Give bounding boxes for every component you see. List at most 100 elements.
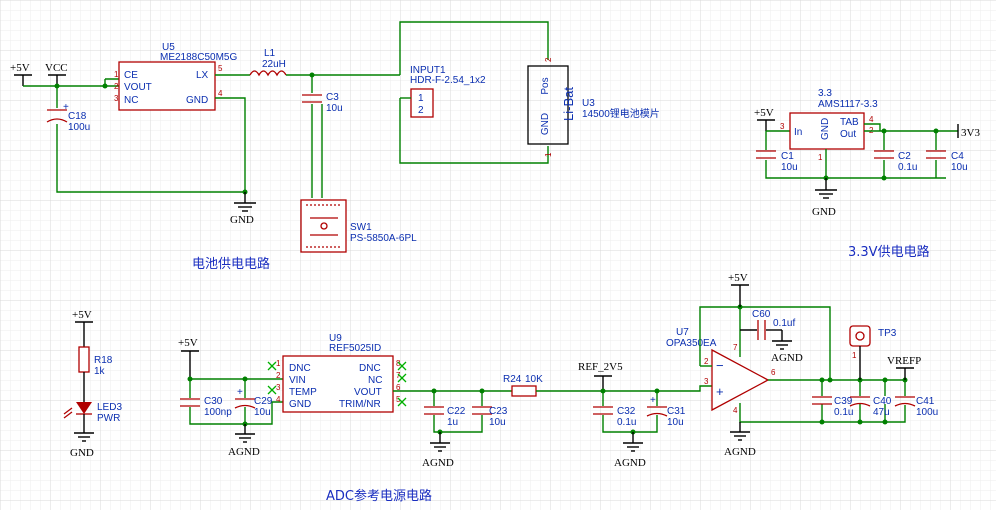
c41-ref: C41: [916, 396, 935, 407]
c41-value: 100u: [916, 407, 938, 418]
c22-ref: C22: [447, 406, 466, 417]
c22-value: 1u: [447, 417, 458, 428]
u3-battery[interactable]: Pos GND Li-Bat 2 1 U3 14500锂电池模片: [527, 57, 660, 157]
c30-value: 100np: [204, 407, 232, 418]
led-circuit: +5V R18 1k LED3 PWR GND: [63, 309, 122, 459]
svg-text:+: +: [716, 384, 724, 399]
c32-ref: C32: [617, 406, 636, 417]
ams1117-regulator[interactable]: In GND TAB Out 3 1 4 2 3.3 AMS1117-3.3: [780, 88, 878, 162]
r18-ref: R18: [94, 355, 113, 366]
c32-capacitor[interactable]: C32 0.1u: [593, 406, 636, 428]
u5-pin-gnd: GND: [186, 95, 208, 106]
ref2v5-netport[interactable]: REF_2V5: [578, 361, 623, 391]
sw1-ref: SW1: [350, 222, 372, 233]
c39-value: 0.1u: [834, 407, 853, 418]
c23-capacitor[interactable]: C23 10u: [472, 406, 508, 428]
svg-text:+: +: [63, 102, 69, 113]
u9-pinnum-4: 4: [276, 395, 281, 404]
c4-capacitor[interactable]: C4 10u: [926, 150, 968, 173]
c32-value: 0.1u: [617, 417, 636, 428]
c18-capacitor[interactable]: + C18 100u: [46, 102, 90, 133]
agnd-symbol-4[interactable]: AGND: [724, 422, 756, 458]
c41-capacitor[interactable]: C41 100u: [894, 396, 938, 418]
u9-pinnum-7: 7: [396, 371, 401, 380]
u3-ref: U3: [582, 98, 595, 109]
u3-gnd-label: GND: [540, 113, 551, 135]
c22-capacitor[interactable]: C22 1u: [424, 406, 466, 428]
p5v-symbol[interactable]: +5V: [10, 62, 32, 86]
agnd-symbol-c60[interactable]: AGND: [771, 340, 803, 364]
gnd-symbol-battery[interactable]: GND: [230, 192, 256, 226]
agnd-symbol-1[interactable]: AGND: [228, 424, 260, 458]
u5-pinnum-ce: 1: [114, 70, 119, 79]
u9-reference[interactable]: U9 REF5025ID DNC VIN TEMP GND DNC NC VOU…: [276, 333, 401, 413]
c1-capacitor[interactable]: C1 10u: [756, 150, 798, 173]
c2-capacitor[interactable]: C2 0.1u: [874, 150, 917, 173]
u3-pinnum-1: 1: [544, 152, 553, 157]
c60-ref: C60: [752, 309, 771, 320]
agnd-label-2: AGND: [422, 457, 454, 469]
agnd-symbol-3[interactable]: AGND: [614, 432, 646, 469]
led3-value: PWR: [97, 413, 120, 424]
u3-body-label: Li-Bat: [561, 87, 576, 121]
c39-capacitor[interactable]: C39 0.1u: [812, 396, 853, 418]
v3v3-netport[interactable]: 3V3: [957, 124, 980, 139]
section-title-33: 3.3V供电电路: [848, 244, 930, 260]
p5v-symbol-adc[interactable]: +5V: [178, 337, 199, 379]
c29-capacitor[interactable]: + C29 10u: [234, 387, 273, 418]
u7-pinnum-vminus: 4: [733, 406, 738, 415]
u7-pinnum-vplus: 7: [733, 343, 738, 352]
u9-pinnum-2: 2: [276, 371, 281, 380]
u9-pin-vout: VOUT: [354, 387, 382, 398]
u7-pinnum-out: 6: [771, 368, 776, 377]
vcc-label: VCC: [45, 62, 68, 74]
gnd-label-33: GND: [812, 206, 836, 218]
input1-header[interactable]: 1 2 INPUT1 HDR-F-2.54_1x2: [410, 65, 486, 118]
vrefp-netport[interactable]: VREFP: [887, 355, 921, 380]
p5v-symbol-33[interactable]: +5V: [754, 107, 775, 131]
p5v-symbol-opamp[interactable]: +5V: [728, 272, 749, 307]
sw1-switch[interactable]: SW1 PS-5850A-6PL: [300, 199, 417, 253]
c60-value: 0.1uf: [773, 318, 795, 329]
c3-ref: C3: [326, 92, 339, 103]
u7-opamp[interactable]: − + U7 OPA350EA 2 3 6 7 4: [666, 327, 776, 415]
c4-ref: C4: [951, 151, 964, 162]
ams-pin-tab: TAB: [840, 117, 859, 128]
p5v-symbol-led[interactable]: +5V: [72, 309, 93, 347]
u9-pinnum-3: 3: [276, 383, 281, 392]
agnd-symbol-2[interactable]: AGND: [422, 432, 454, 469]
u5-part: ME2188C50M5G: [160, 52, 237, 63]
vrefp-label: VREFP: [887, 355, 921, 367]
gnd-symbol-33[interactable]: GND: [812, 178, 837, 218]
gnd-label-battery: GND: [230, 214, 254, 226]
u7-pinnum-inv: 2: [704, 357, 709, 366]
c30-capacitor[interactable]: C30 100np: [180, 396, 232, 418]
u5-pin-lx: LX: [196, 70, 209, 81]
l1-inductor[interactable]: L1 22uH: [249, 48, 287, 77]
sw1-part: PS-5850A-6PL: [350, 233, 417, 244]
p5v-label-opamp: +5V: [728, 272, 748, 284]
u7-ref: U7: [676, 327, 689, 338]
input1-ref: INPUT1: [410, 65, 446, 76]
gnd-symbol-led[interactable]: GND: [70, 414, 94, 459]
agnd-label-c60: AGND: [771, 352, 803, 364]
c29-value: 10u: [254, 407, 271, 418]
u5-regulator[interactable]: U5 ME2188C50M5G CE VOUT NC LX GND 1 2 3 …: [114, 42, 237, 111]
c1-ref: C1: [781, 151, 794, 162]
c31-capacitor[interactable]: + C31 10u: [646, 395, 686, 428]
c2-value: 0.1u: [898, 162, 917, 173]
c40-ref: C40: [873, 396, 892, 407]
p5v-label-battery: +5V: [10, 62, 30, 74]
c60-capacitor[interactable]: C60 0.1uf: [740, 309, 795, 341]
agnd-label-1: AGND: [228, 446, 260, 458]
u9-pinnum-6: 6: [396, 383, 401, 392]
u7-part: OPA350EA: [666, 338, 717, 349]
gnd-label-led: GND: [70, 447, 94, 459]
c31-ref: C31: [667, 406, 686, 417]
c40-capacitor[interactable]: C40 47u: [849, 396, 892, 418]
c3-capacitor[interactable]: C3 10u: [302, 92, 343, 114]
tp3-testpoint[interactable]: TP3 1: [849, 325, 897, 380]
section-title-battery: 电池供电电路: [192, 256, 270, 272]
u5-pin-vout: VOUT: [124, 82, 152, 93]
input1-part: HDR-F-2.54_1x2: [410, 75, 486, 86]
